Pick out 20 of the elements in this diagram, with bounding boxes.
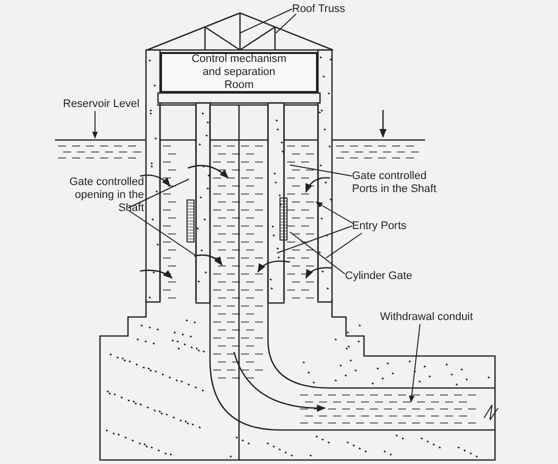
part-label: Entry Ports [352, 220, 422, 233]
leader-line [315, 202, 354, 224]
leader-line [92, 110, 98, 139]
part-label: Roof Truss [292, 3, 362, 16]
part-label: Gate controlled opening in the Shaft [62, 176, 144, 215]
leader-line [128, 210, 196, 256]
leader-line [276, 14, 296, 34]
part-label: Gate controlled Ports in the Shaft [352, 170, 444, 196]
leader-line [240, 8, 292, 34]
part-label: Withdrawal conduit [380, 311, 500, 324]
room-label: Control mechanism and separation Room [190, 53, 288, 92]
leader-line [290, 164, 352, 176]
leader-line [276, 226, 352, 254]
leader-line [290, 232, 346, 274]
leader-line [128, 178, 190, 208]
part-label: Cylinder Gate [345, 270, 425, 283]
room-box [160, 52, 318, 93]
leader-line [408, 324, 420, 403]
part-label: Reservoir Level [63, 98, 153, 111]
leader-line [326, 232, 362, 258]
